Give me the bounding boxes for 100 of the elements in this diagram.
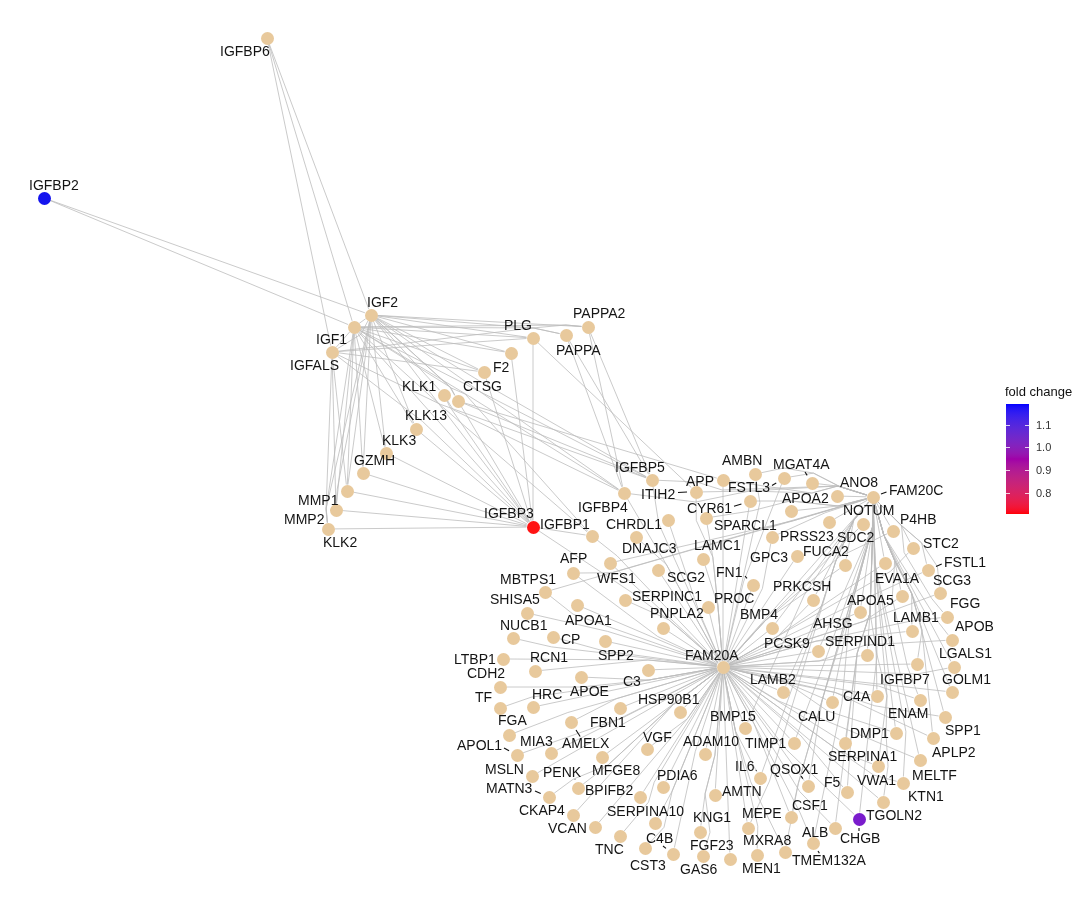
network-edge (577, 576, 718, 665)
gene-label: EVA1A (875, 572, 920, 584)
gene-label: TIMP1 (745, 737, 787, 749)
gene-label: C4A (843, 690, 871, 702)
network-edge (589, 333, 623, 487)
network-edge (709, 612, 722, 662)
network-edge (727, 671, 790, 739)
gene-label: SHISA5 (490, 593, 540, 605)
gene-label: KLK2 (323, 536, 358, 548)
gene-label: IGFBP2 (29, 179, 79, 191)
gene-label: FSTL3 (728, 481, 770, 493)
gene-label: SPP1 (945, 724, 981, 736)
gene-label: TNC (595, 843, 624, 855)
gene-label: SDC2 (837, 531, 875, 543)
network-edge (576, 668, 718, 720)
gene-label: GZMH (354, 454, 396, 466)
network-edge (375, 319, 440, 391)
network-edge (875, 502, 891, 526)
gene-label: LAMB1 (893, 611, 939, 623)
gene-label: MEPE (742, 807, 782, 819)
network-edge (342, 510, 527, 527)
gene-label: FAM20C (889, 484, 944, 496)
network-edge (598, 672, 720, 823)
network-edge (724, 590, 752, 662)
gene-label: IGFBP7 (880, 673, 930, 685)
gene-label: PAPPA2 (573, 307, 626, 319)
network-edge (727, 670, 898, 782)
network-edge (420, 432, 529, 524)
network-edge (360, 326, 560, 334)
gene-label: TGOLN2 (866, 809, 922, 821)
gene-label: CP (561, 633, 581, 645)
gene-label: FSTL1 (944, 556, 986, 568)
gene-label: GAS6 (680, 863, 718, 875)
gene-label: CDH2 (467, 667, 506, 679)
scale-tick-label: 1.0 (1036, 441, 1052, 453)
network-edge (728, 670, 915, 758)
network-edge (337, 354, 647, 479)
gene-label: VGF (643, 731, 672, 743)
gene-label: FGF23 (690, 839, 734, 851)
gene-label: APP (686, 475, 714, 487)
gene-label: MELTF (912, 769, 957, 781)
gene-label: PROC (714, 592, 755, 604)
network-edge (532, 344, 534, 521)
network-edge (377, 315, 527, 338)
gene-label: PRKCSH (773, 580, 832, 592)
gene-label: TMEM132A (792, 854, 866, 866)
network-edge (376, 316, 506, 352)
gene-label: FAM20A (685, 649, 739, 661)
gene-label: LTBP1 (454, 653, 496, 665)
gene-label: IGFBP1 (540, 518, 590, 530)
gene-label: SCG2 (667, 571, 706, 583)
gene-label: IGFBP3 (484, 507, 534, 519)
gene-label: APLP2 (932, 746, 976, 758)
gene-label: BMP4 (740, 608, 779, 620)
gene-label: KLK1 (402, 380, 437, 392)
gene-label: F2 (493, 361, 510, 373)
gene-label: DNAJC3 (622, 542, 677, 554)
gene-label: FUCA2 (803, 545, 849, 557)
network-edge (728, 614, 855, 665)
network-edge (649, 672, 721, 844)
gene-label: BPIFB2 (585, 784, 634, 796)
gene-label: MMP1 (298, 494, 339, 506)
network-edge (723, 507, 750, 661)
network-edge (726, 561, 794, 662)
network-edge (541, 659, 717, 671)
gene-label: APOA5 (847, 594, 894, 606)
network-edge (724, 672, 744, 723)
network-edge (267, 44, 332, 346)
gene-label: FGA (498, 714, 527, 726)
network-edge (750, 501, 870, 823)
network-edge (640, 541, 721, 662)
gene-label: MXRA8 (743, 834, 792, 846)
gene-label: AFP (560, 552, 588, 564)
gene-label: WFS1 (597, 572, 636, 584)
gene-label: CTSG (463, 380, 502, 392)
network-edge (338, 338, 527, 352)
network-edge (357, 332, 413, 424)
network-edge (463, 403, 647, 478)
network-edge (704, 673, 723, 851)
gene-label: LGALS1 (939, 647, 992, 659)
network-edge (577, 670, 719, 811)
network-edge (726, 672, 831, 824)
gene-label: IGFBP4 (578, 501, 628, 513)
network-edge (728, 668, 928, 736)
gene-label: PLG (504, 319, 532, 331)
gene-label: F5 (824, 776, 841, 788)
network-edge (723, 673, 759, 849)
gene-label: APOA1 (565, 614, 612, 626)
gene-label: IGFBP6 (220, 45, 270, 57)
network-edge (358, 318, 367, 324)
gene-label: NUCB1 (500, 619, 548, 631)
gene-label: PDIA6 (657, 769, 698, 781)
gene-label: CSF1 (792, 799, 828, 811)
gene-label: SERPINA1 (828, 750, 898, 762)
gene-label: MATN3 (486, 782, 533, 794)
gene-label: APOA2 (782, 492, 829, 504)
network-edge (337, 320, 369, 349)
scale-tick-label: 0.9 (1036, 464, 1052, 476)
network-edge (376, 317, 479, 370)
network-edge (625, 669, 718, 706)
